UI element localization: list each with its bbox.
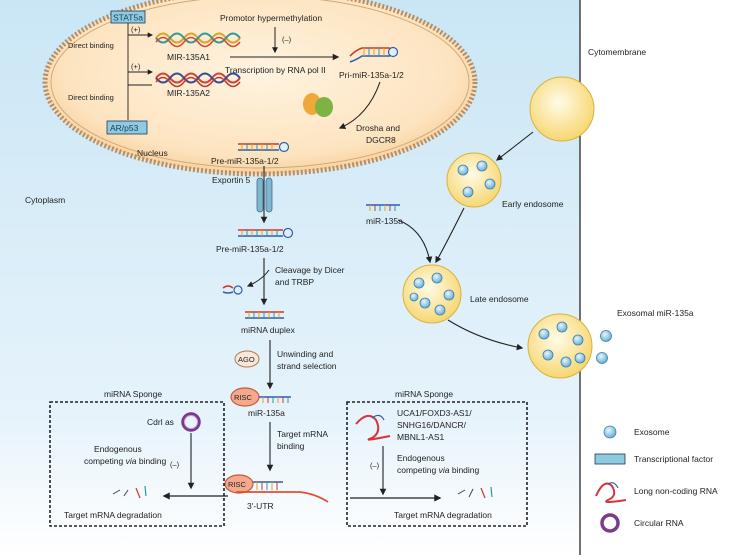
gene-mir135a1-label: MIR-135A1 [167,52,210,62]
plus-sign-1: (+) [131,25,141,34]
competing-right: competing [397,465,439,475]
late-endosome-label: Late endosome [470,294,529,304]
lnc-label-3: MBNL1-AS1 [397,432,445,442]
exosomal-mir135a-label: Exosomal miR-135a [617,308,694,318]
lncrna-icon-box [355,414,391,441]
risc-icon-1: RISC [230,387,260,407]
minus-sign-right: (–) [370,461,380,470]
lnc-label-1: UCA1/FOXD3-AS1/ [397,408,472,418]
nucleus [42,0,478,177]
degradation-left-label: Target mRNA degradation [64,510,162,520]
sponge-box-right [346,401,528,527]
cytomembrane-label: Cytomembrane [588,47,646,57]
membrane-vesicle [529,76,595,142]
pre-mirna-nucleus-label: Pre-miR-135a-1/2 [211,156,279,166]
exosome-release-vesicle [527,313,593,379]
unwinding-label-2: strand selection [277,361,337,371]
late-endosome [402,264,462,324]
drosha-label: Drosha and [356,123,400,133]
mir135a-label: miR-135a [248,408,285,418]
dicer-loop-icon [222,285,243,295]
transcription-label: Transcription by RNA pol II [225,65,326,75]
dgcr8-label: DGCR8 [366,135,396,145]
via-right: via [439,465,450,475]
released-exosome-2 [596,352,608,364]
degraded-fragments-left [112,485,147,499]
free-mir135a-label: miR-135a [366,216,403,226]
risc-label-2: RISC [228,480,247,489]
pre-mirna-cytoplasm-label: Pre-miR-135a-1/2 [216,244,284,254]
target-binding-label-1: Target mRNA [277,429,328,439]
minus-sign-nucleus: (–) [282,35,292,44]
plus-sign-2: (+) [131,62,141,71]
released-exosome-1 [600,330,612,342]
direct-binding-label-2: Direct binding [68,93,114,102]
pri-mirna-label: Pri-miR-135a-1/2 [339,70,404,80]
legend: Exosome Transcriptional factor Long non-… [594,425,718,533]
gene-helix-2 [155,72,241,88]
degradation-right-label: Target mRNA degradation [394,510,492,520]
mir135a-strand-icon [259,396,291,403]
ago-label: AGO [238,355,255,364]
tf-arp53-label: AR/p53 [110,123,139,133]
ago-icon: AGO [234,350,260,368]
cytoplasm-label: Cytoplasm [25,195,65,205]
drosha-dgcr8-icon [303,93,333,117]
legend-exosome-label: Exosome [634,427,670,437]
legend-circrna-icon [600,513,620,533]
legend-tf-label: Transcriptional factor [634,454,713,464]
unwinding-label-1: Unwinding and [277,349,334,359]
hypermethylation-label: Promotor hypermethylation [220,13,322,23]
competing-line-right: competing via binding [397,465,480,475]
competing-left: competing [84,456,126,466]
gene-helix-1 [155,32,241,48]
direct-binding-label-1: Direct binding [68,41,114,50]
legend-lncrna-label: Long non-coding RNA [634,486,718,496]
pre-mirna-cytoplasm-icon [238,227,294,239]
endogenous-left: Endogenous [94,444,142,454]
tf-stat5a-label: STAT5a [113,13,143,23]
exportin5-channel [256,177,273,213]
tf-stat5a-box: STAT5a [110,10,146,24]
risc-icon-2: RISC [224,474,254,494]
target-binding-label-2: binding [277,441,305,451]
free-mir135a-icon [366,204,400,211]
lnc-label-2: SNHG16/DANCR/ [397,420,467,430]
dicer-label-1: Cleavage by Dicer [275,265,345,275]
competing-line-left: competing via binding [84,456,167,466]
circ-rna-icon-left [181,412,201,432]
mirna-duplex-label: miRNA duplex [241,325,296,335]
sponge-left-title: miRNA Sponge [104,389,162,399]
degraded-fragments-right [457,486,493,499]
risc-label-1: RISC [234,393,253,402]
cdrl-label: Cdrl as [147,417,174,427]
legend-lncrna-icon [595,482,627,503]
dicer-label-2: and TRBP [275,277,314,287]
legend-circrna-label: Circular RNA [634,518,684,528]
pri-mirna-icon [349,46,399,63]
binding-right: binding [449,465,479,475]
endogenous-right: Endogenous [397,453,445,463]
binding-left: binding [136,456,166,466]
target-mrna-icon [236,481,329,503]
gene-mir135a2-label: MIR-135A2 [167,88,210,98]
pre-mirna-nucleus-icon [238,141,290,153]
mirna-duplex-icon [245,311,284,319]
minus-sign-left: (–) [170,460,180,469]
exportin5-label: Exportin 5 [212,175,251,185]
early-endosome [446,152,502,208]
sponge-box-left [49,401,225,527]
legend-exosome-icon [603,425,617,439]
nucleus-label: Nucleus [137,148,168,158]
utr-label: 3'-UTR [247,501,274,511]
early-endosome-label: Early endosome [502,199,564,209]
via-left: via [126,456,137,466]
tf-arp53-box: AR/p53 [106,120,148,135]
tf-connector [127,23,152,120]
legend-tf-icon [594,453,626,465]
sponge-right-title: miRNA Sponge [395,389,453,399]
